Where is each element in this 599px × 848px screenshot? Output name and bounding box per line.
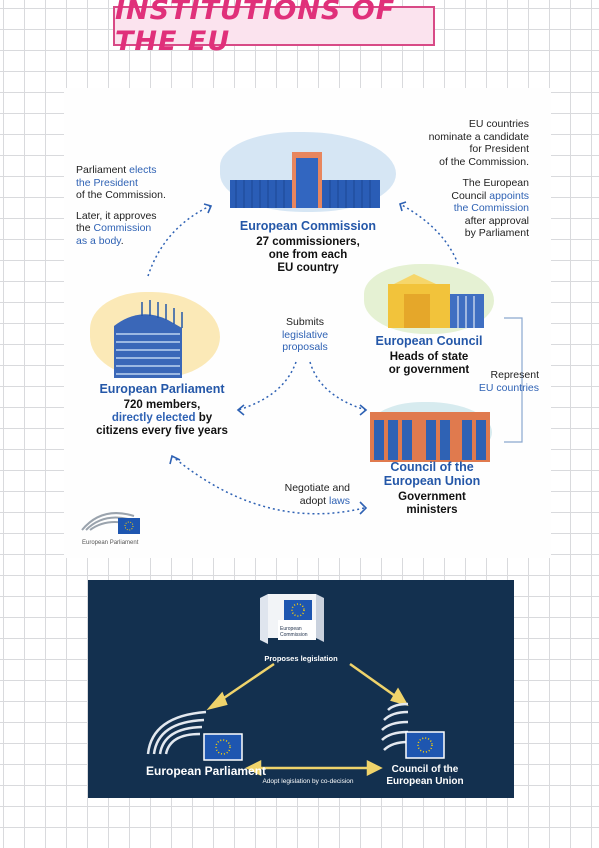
european-council-title: European Council [375, 334, 483, 348]
commission-title: European Commission [239, 219, 377, 233]
commission-caption: European Commission [280, 626, 308, 638]
arrow-to-council [349, 662, 399, 700]
note-right: EU countries nominate a candidate for Pr… [428, 118, 529, 239]
arrow-to-parliament [217, 662, 275, 704]
council-eu-building-icon [370, 412, 490, 462]
codecision-label: Adopt legislation by co-decision [262, 778, 354, 785]
page-title: INSTITUTIONS OF THE EU [113, 0, 435, 57]
bottom-diagram-graphics [146, 594, 445, 777]
european-council-building-icon [388, 274, 484, 328]
council-building-icon [381, 702, 409, 751]
represent-bracket [504, 317, 523, 443]
commission-building-icon [230, 152, 380, 208]
arrow-parliament-to-commission [147, 205, 211, 277]
commission-building-icon-bottom [260, 594, 324, 644]
european-parliament-logo [81, 512, 140, 534]
bottom-council-label: Council of the European Union [386, 764, 464, 787]
note-left: Parliament elects the President of the C… [76, 164, 166, 247]
logo-caption: European Parliament [82, 540, 139, 546]
bottom-parliament-label: European Parliament [146, 764, 267, 778]
arrow-commission-to-parliament [237, 361, 297, 411]
building-illustrations [81, 152, 523, 534]
arrow-council-to-commission [399, 203, 459, 265]
parliament-body: 720 members, directly elected by citizen… [96, 399, 228, 437]
council-eu-body: Government ministers [398, 491, 466, 516]
submits-label: Submits legislative proposals [281, 316, 329, 353]
bottom-diagram: European Commission Proposes legislation… [88, 580, 514, 798]
negotiate-label: Negotiate and adopt laws [284, 482, 350, 507]
parliament-building-icon [114, 300, 183, 378]
proposes-label: Proposes legislation [264, 654, 338, 663]
eu-institutions-diagram: Parliament elects the President of the C… [64, 88, 551, 558]
arrow-commission-to-council-eu [309, 361, 367, 411]
parliament-hemicycle-icon [146, 710, 207, 755]
parliament-title: European Parliament [99, 382, 225, 396]
commission-body: 27 commissioners, one from each EU count… [256, 236, 360, 274]
council-eu-title: Council of the European Union [383, 460, 481, 488]
represent-label: Represent EU countries [478, 369, 539, 394]
european-council-body: Heads of state or government [388, 351, 470, 376]
